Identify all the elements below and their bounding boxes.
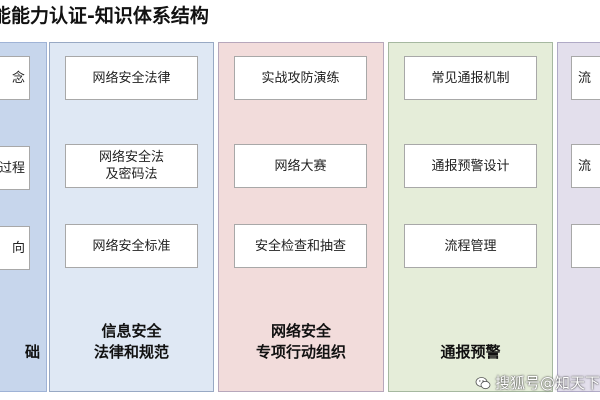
column-law: 网络安全法律 网络安全法 及密码法 网络安全标准 信息安全 法律和规范 bbox=[49, 42, 214, 392]
column-foundation: 念 过程 向 础 bbox=[0, 42, 47, 392]
law-item-3: 网络安全标准 bbox=[65, 224, 198, 268]
column-next: 流 流 bbox=[557, 42, 600, 392]
law-item-1: 网络安全法律 bbox=[65, 56, 198, 100]
foundation-item-2: 过程 bbox=[0, 146, 30, 190]
foundation-item-1: 念 bbox=[0, 56, 30, 100]
law-item-2: 网络安全法 及密码法 bbox=[65, 144, 198, 188]
notify-item-1: 常见通报机制 bbox=[404, 56, 537, 100]
diagram-title: 能能力认证-知识体系结构 bbox=[0, 5, 209, 27]
next-item-3 bbox=[571, 224, 600, 268]
watermark: 搜狐号@知天下 bbox=[475, 372, 600, 394]
special-item-3: 安全检查和抽查 bbox=[234, 224, 367, 268]
special-item-2: 网络大赛 bbox=[234, 144, 367, 188]
notify-item-3: 流程管理 bbox=[404, 224, 537, 268]
column-foundation-label: 础 bbox=[24, 343, 40, 361]
foundation-item-3: 向 bbox=[0, 226, 30, 270]
wechat-icon bbox=[475, 377, 491, 390]
column-notify: 常见通报机制 通报预警设计 流程管理 通报预警 bbox=[388, 42, 553, 392]
column-notify-label: 通报预警 bbox=[440, 343, 501, 361]
notify-item-2: 通报预警设计 bbox=[404, 144, 537, 188]
column-special-actions: 实战攻防演练 网络大赛 安全检查和抽查 网络安全 专项行动组织 bbox=[218, 42, 384, 392]
column-special-label: 网络安全 专项行动组织 bbox=[255, 322, 346, 361]
watermark-text: 搜狐号@知天下 bbox=[494, 374, 600, 392]
special-item-1: 实战攻防演练 bbox=[234, 56, 367, 100]
next-item-1: 流 bbox=[571, 56, 600, 100]
next-item-2: 流 bbox=[571, 144, 600, 188]
column-law-label: 信息安全 法律和规范 bbox=[93, 322, 169, 361]
